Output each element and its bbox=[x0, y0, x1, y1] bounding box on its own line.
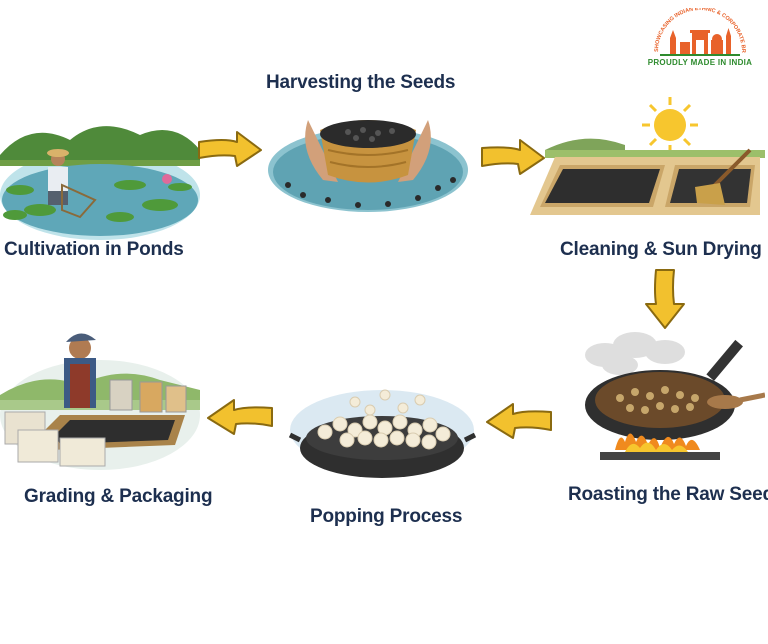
arrow-right-icon bbox=[198, 131, 262, 167]
step-label-packaging: Grading & Packaging bbox=[24, 486, 213, 507]
sun-drying-illustration bbox=[530, 97, 765, 215]
roasting-illustration bbox=[585, 332, 765, 460]
arrow-left-icon bbox=[486, 403, 552, 439]
proudly-made-in-india-logo: SHOWCASING INDIAN ETHNIC & CORPORATE BRA… bbox=[638, 4, 760, 70]
sun-icon bbox=[642, 97, 698, 153]
arrow-down-icon bbox=[645, 269, 685, 329]
step-label-roasting: Roasting the Raw Seeds bbox=[568, 484, 768, 505]
step-label-sun-drying: Cleaning & Sun Drying bbox=[560, 239, 762, 260]
india-gate-logo-icon: SHOWCASING INDIAN ETHNIC & CORPORATE BRA… bbox=[638, 4, 746, 56]
packaging-illustration bbox=[0, 333, 200, 470]
arrow-left-icon bbox=[207, 399, 273, 435]
step-label-popping: Popping Process bbox=[310, 506, 463, 527]
popping-illustration bbox=[288, 389, 477, 478]
harvesting-illustration bbox=[268, 120, 468, 212]
step-label-harvesting: Harvesting the Seeds bbox=[266, 72, 456, 93]
logo-tagline: PROUDLY MADE IN INDIA bbox=[647, 58, 753, 67]
step-label-cultivation: Cultivation in Ponds bbox=[4, 239, 184, 260]
fire-icon bbox=[615, 433, 700, 452]
cultivation-illustration bbox=[0, 126, 200, 240]
arrow-right-icon bbox=[481, 139, 545, 175]
